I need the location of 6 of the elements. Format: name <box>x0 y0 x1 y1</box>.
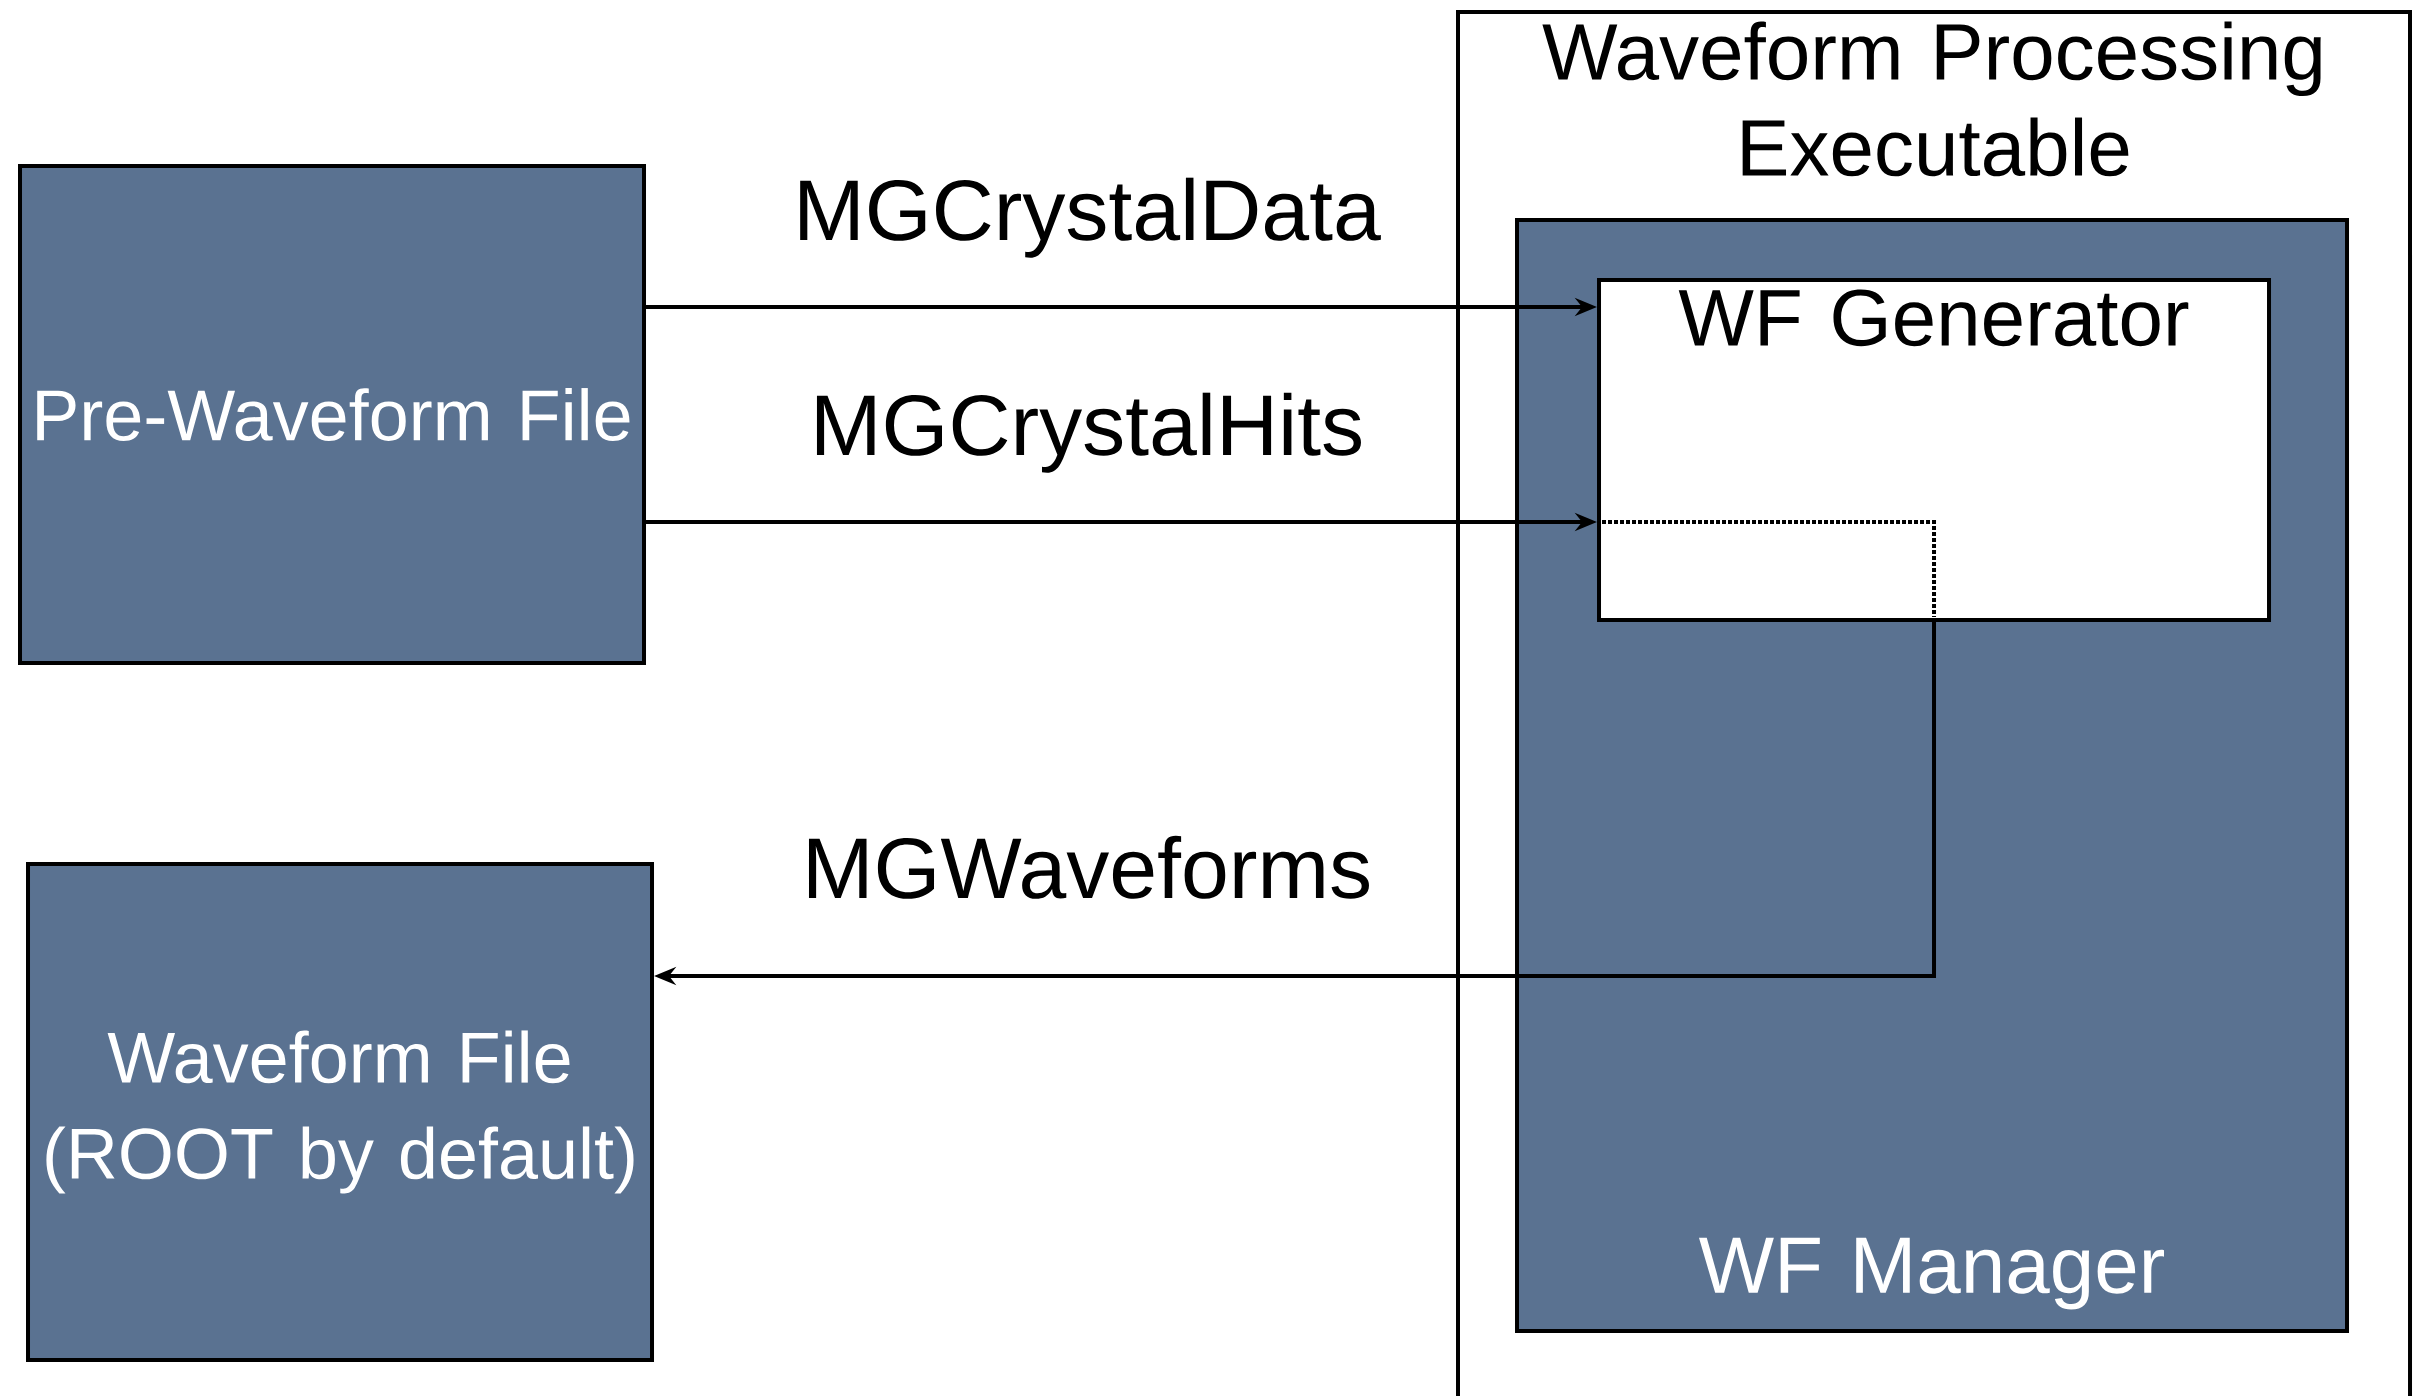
file-box: Pre-Waveform File <box>18 164 646 665</box>
edge-label: MGWaveforms <box>809 835 1369 899</box>
module-box: WF Generator <box>1597 278 2271 622</box>
edge-label: MGCrystalHits <box>816 392 1361 473</box>
edge-label: MGCrystalData <box>800 177 1381 258</box>
file-box: Waveform File (ROOT by default) <box>26 862 654 1362</box>
